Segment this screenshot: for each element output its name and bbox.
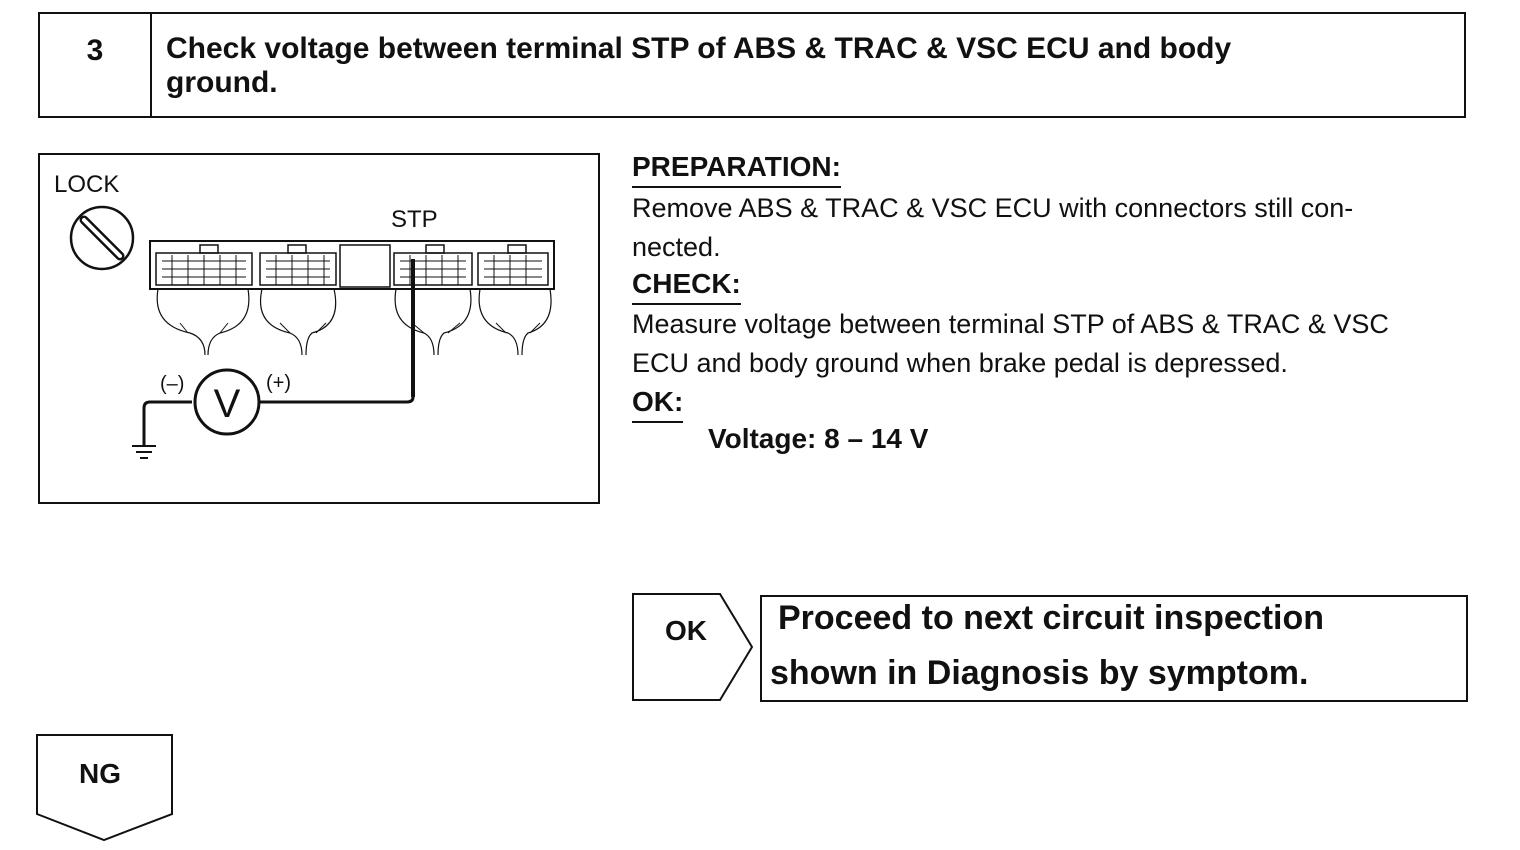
wiring-diagram: LOCK STP bbox=[38, 153, 600, 504]
positive-probe-label: (+) bbox=[266, 372, 291, 394]
ok-label: OK bbox=[665, 615, 707, 646]
step-title-line2: ground. bbox=[166, 66, 278, 99]
check-text-line2: ECU and body ground when brake pedal is … bbox=[632, 348, 1288, 378]
preparation-text: Remove ABS & TRAC & VSC ECU with connect… bbox=[632, 189, 1470, 267]
ground-icon bbox=[132, 445, 156, 459]
probe-wire bbox=[142, 259, 415, 445]
lock-label: LOCK bbox=[54, 171, 119, 198]
check-heading: CHECK: bbox=[632, 267, 741, 305]
ok-result-box bbox=[760, 595, 1468, 702]
negative-probe-label: (–) bbox=[160, 373, 184, 395]
ecu-connector bbox=[149, 240, 555, 356]
lock-icon bbox=[69, 205, 135, 271]
voltage-spec: Voltage: 8 – 14 V bbox=[708, 423, 929, 454]
step-title: Check voltage between terminal STP of AB… bbox=[166, 32, 1446, 100]
voltmeter-symbol: V bbox=[214, 382, 241, 426]
ok-heading: OK: bbox=[632, 385, 684, 423]
preparation-text-line1: Remove ABS & TRAC & VSC ECU with connect… bbox=[632, 193, 1354, 223]
stp-label: STP bbox=[391, 206, 438, 233]
ok-arrow-box bbox=[632, 593, 754, 701]
ok-result-line1: Proceed to next circuit inspection bbox=[778, 599, 1325, 637]
preparation-heading: PREPARATION: bbox=[632, 150, 841, 188]
wiring-diagram-svg: LOCK STP bbox=[54, 171, 555, 459]
step-header: 3 Check voltage between terminal STP of … bbox=[38, 12, 1466, 118]
ng-label: NG bbox=[79, 758, 121, 789]
voltmeter-icon: V bbox=[193, 368, 261, 436]
ok-result-line2: shown in Diagnosis by symptom. bbox=[770, 654, 1309, 692]
check-text-line1: Measure voltage between terminal STP of … bbox=[632, 309, 1389, 339]
step-number: 3 bbox=[40, 14, 152, 116]
check-text: Measure voltage between terminal STP of … bbox=[632, 305, 1472, 383]
ng-arrow-box bbox=[36, 734, 173, 842]
step-title-line1: Check voltage between terminal STP of AB… bbox=[166, 32, 1232, 65]
preparation-text-line2: nected. bbox=[632, 232, 721, 262]
